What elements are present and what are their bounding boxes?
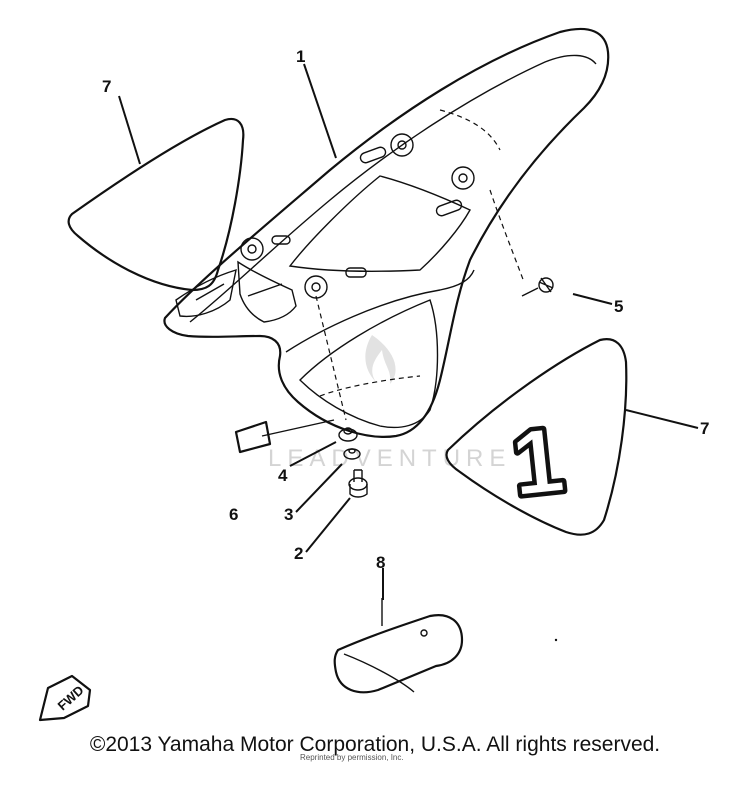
- decal-number-inline: 1: [507, 409, 569, 516]
- callout-5: 5: [614, 297, 623, 316]
- watermark: LEADVENTURE: [268, 335, 511, 472]
- watermark-text: LEADVENTURE: [268, 445, 511, 472]
- washer-3: [343, 448, 361, 460]
- leader-lines: [118, 63, 699, 600]
- callout-1: 1: [296, 47, 305, 66]
- nut-4: [338, 427, 358, 442]
- callout-3: 3: [284, 505, 293, 524]
- callout-7-right: 7: [700, 419, 709, 438]
- callout-6: 6: [229, 505, 238, 524]
- copyright-notice: ©2013 Yamaha Motor Corporation, U.S.A. A…: [89, 733, 661, 756]
- watermark-flame-icon: [365, 335, 396, 384]
- number-plate-decal: 1 1: [445, 338, 628, 536]
- callout-4: 4: [278, 466, 288, 485]
- callout-2: 2: [294, 544, 303, 563]
- side-decal-left: [67, 117, 245, 292]
- callout-7-left: 7: [102, 77, 111, 96]
- reprint-overprint: Reprinted by permission, Inc.: [300, 753, 404, 762]
- fwd-arrow-icon: FWD: [38, 674, 92, 722]
- bolt-2: [348, 469, 368, 498]
- screw-5: [521, 277, 554, 297]
- rear-fender: [163, 27, 610, 438]
- label-6: [234, 419, 335, 454]
- pad-8: [333, 598, 464, 694]
- callout-8: 8: [376, 553, 385, 572]
